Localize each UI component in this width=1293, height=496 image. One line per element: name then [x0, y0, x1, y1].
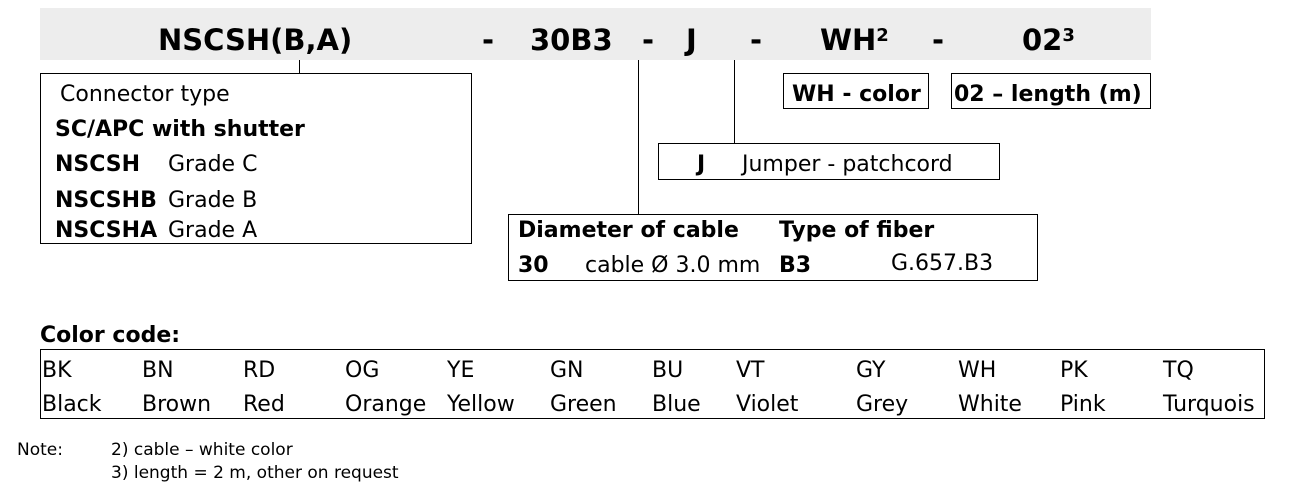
- model-code: NSCSH(B,A): [158, 23, 353, 57]
- connector-type-title: Connector type: [60, 82, 230, 107]
- diameter-fiber-code: 30B3: [530, 23, 613, 57]
- color-code-wh: WH: [958, 358, 997, 383]
- color-code-gy: GY: [856, 358, 886, 383]
- cable-box: [508, 214, 1038, 281]
- diameter-title: Diameter of cable: [518, 218, 739, 243]
- color-label-text: WH - color: [792, 82, 921, 107]
- color-code-og: OG: [345, 358, 380, 383]
- footnote-ref: 3: [1062, 25, 1075, 46]
- connector-grade: Grade B: [168, 188, 258, 213]
- fiber-text: G.657.B3: [891, 251, 994, 276]
- cable-leader-line: [638, 60, 639, 214]
- connector-type-box: [40, 73, 472, 244]
- connector-subtitle: SC/APC with shutter: [55, 117, 305, 142]
- header-segment-gap: [735, 8, 783, 60]
- fiber-title: Type of fiber: [779, 218, 935, 243]
- footnote-ref: 2: [876, 25, 889, 46]
- color-code-bn: BN: [142, 358, 174, 383]
- note-label: Note:: [17, 440, 63, 460]
- header-segment-color: [783, 8, 929, 60]
- color-name-og: Orange: [345, 392, 427, 417]
- connector-code: NSCSH: [55, 152, 141, 177]
- length-label-text: 02 – length (m): [954, 82, 1142, 107]
- color-name-bu: Blue: [652, 392, 701, 417]
- jumper-code: J: [697, 152, 706, 177]
- color-name-gn: Green: [550, 392, 617, 417]
- type-code: J: [686, 23, 697, 57]
- header-segment-diameter: [509, 8, 639, 60]
- jumper-box: [658, 143, 1000, 180]
- connector-leader-line: [299, 60, 300, 73]
- header-segment-gap: [639, 8, 659, 60]
- color-name-tq: Turquois: [1163, 392, 1255, 417]
- color-code-tq: TQ: [1163, 358, 1194, 383]
- header-segment-type: [659, 8, 735, 60]
- color-code-bu: BU: [652, 358, 684, 383]
- note-line: 3) length = 2 m, other on request: [111, 463, 399, 483]
- jumper-text: Jumper - patchcord: [742, 152, 953, 177]
- note-line: 2) cable – white color: [111, 440, 293, 460]
- connector-code: NSCSHA: [55, 218, 158, 243]
- color-name-vt: Violet: [736, 392, 799, 417]
- color-code-table: BK Black BN Brown RD Red OG Orange YE Yellow GN Gre…: [40, 349, 1265, 419]
- dash-separator: -: [750, 23, 763, 57]
- header-segment-length: [951, 8, 1151, 60]
- color-code-gn: GN: [550, 358, 584, 383]
- jumper-leader-line: [734, 60, 735, 143]
- length-code: 023: [1022, 23, 1075, 57]
- color-name-wh: White: [958, 392, 1022, 417]
- color-name-rd: Red: [243, 392, 285, 417]
- connector-grade: Grade C: [168, 152, 258, 177]
- color-name-bn: Brown: [142, 392, 212, 417]
- fiber-code: B3: [779, 253, 812, 278]
- color-code-title: Color code:: [40, 323, 181, 348]
- color-code-bk: BK: [42, 358, 72, 383]
- diameter-code: 30: [518, 253, 549, 278]
- dash-separator: -: [642, 23, 655, 57]
- color-name-gy: Grey: [856, 392, 909, 417]
- color-code: WH2: [820, 23, 889, 57]
- length-label-box: [951, 73, 1151, 109]
- dash-separator: -: [932, 23, 945, 57]
- color-code-rd: RD: [243, 358, 276, 383]
- color-label-box: [783, 73, 929, 109]
- color-code-ye: YE: [447, 358, 475, 383]
- color-name-ye: Yellow: [447, 392, 515, 417]
- color-code-vt: VT: [736, 358, 765, 383]
- header-segment-gap: [471, 8, 509, 60]
- header-segment-gap: [929, 8, 951, 60]
- color-code-pk: PK: [1060, 358, 1088, 383]
- dash-separator: -: [482, 23, 495, 57]
- connector-code: NSCSHB: [55, 188, 157, 213]
- connector-grade: Grade A: [168, 218, 258, 243]
- color-name-bk: Black: [42, 392, 102, 417]
- header-segment-model: [40, 8, 471, 60]
- color-name-pk: Pink: [1060, 392, 1106, 417]
- diameter-text: cable Ø 3.0 mm: [585, 253, 761, 278]
